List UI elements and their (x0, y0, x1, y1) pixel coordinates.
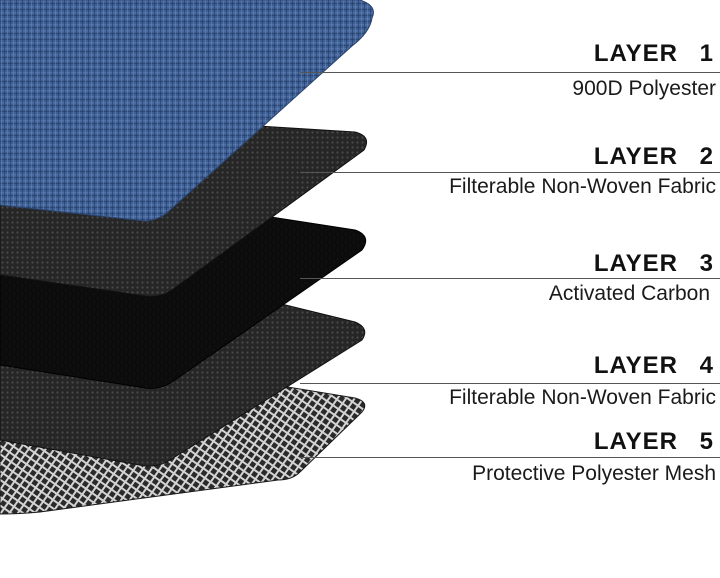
layer-5-description: Protective Polyester Mesh (472, 462, 716, 485)
layer-1-description: 900D Polyester (572, 77, 716, 100)
layer-2-title: LAYER 2 (593, 143, 714, 170)
layer-4-description: Filterable Non-Woven Fabric (449, 386, 716, 409)
layer-4-divider (300, 383, 720, 384)
layer-4-title: LAYER 4 (593, 352, 714, 379)
layer-3-title: LAYER 3 (593, 250, 714, 277)
layer-5-title: LAYER 5 (593, 428, 714, 455)
layer-2-divider (300, 172, 720, 173)
layer-1-polyester-sheet (0, 0, 374, 222)
layer-2-description: Filterable Non-Woven Fabric (449, 175, 716, 198)
layer-3-description: Activated Carbon (548, 282, 710, 305)
layer-1-divider (300, 72, 720, 73)
layer-1-title: LAYER 1 (593, 40, 714, 67)
layer-5-divider (300, 457, 720, 458)
layer-3-divider (300, 278, 720, 279)
